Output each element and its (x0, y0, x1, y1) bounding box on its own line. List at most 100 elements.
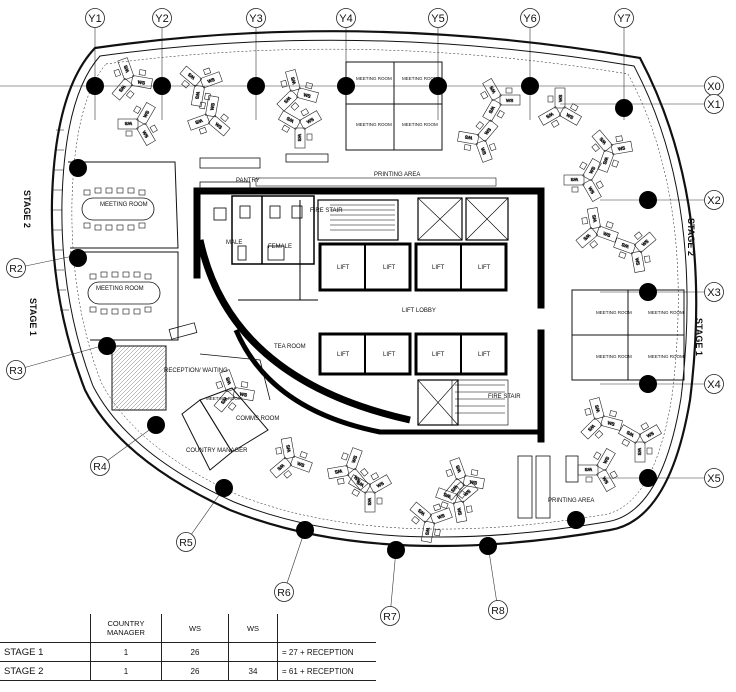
meeting-room-small-label: MEETING ROOM (206, 396, 242, 401)
desk (117, 57, 135, 81)
workstation-label: WS (214, 122, 223, 130)
chair (113, 68, 122, 77)
grid-bubble (428, 8, 448, 28)
workstation: WS (133, 102, 156, 126)
desk (554, 87, 566, 109)
schedule-ws-b-cell (228, 642, 278, 662)
workstation-label: WS (437, 513, 446, 520)
workstation-label: WS (290, 76, 297, 84)
desk (595, 225, 619, 243)
workstation-label: WS (283, 96, 292, 105)
chair (579, 161, 588, 170)
workstation: WS (435, 487, 459, 509)
chair (643, 255, 651, 263)
structural-column (387, 541, 405, 559)
workstation-label: WS (591, 214, 597, 222)
chair (433, 503, 442, 512)
structural-column (429, 77, 447, 95)
grid-bubble (488, 600, 508, 620)
chair (138, 69, 147, 76)
schedule-header-ws-b: WS (228, 614, 278, 643)
grid-head-y3: Y3 (246, 8, 266, 28)
workstation-label: WS (602, 456, 610, 465)
grid-label: Y3 (249, 13, 262, 25)
workstation-label: WS (417, 508, 426, 516)
workstation: WS (136, 122, 158, 146)
workstation-label: WS (220, 396, 228, 405)
workstation-label: WS (545, 111, 554, 119)
workstation-label: WS (634, 258, 640, 266)
desk (586, 207, 601, 230)
chair (199, 101, 206, 110)
workstation-label: WS (141, 130, 149, 139)
workstation-label: WS (455, 465, 462, 474)
structural-column (69, 249, 87, 267)
fire-stair-bottom-label: FIRE STAIR (488, 394, 521, 400)
desk (187, 113, 211, 131)
schedule-header-blank (0, 614, 91, 643)
structural-column (296, 521, 314, 539)
workstation: WS (577, 464, 599, 483)
desk (298, 110, 322, 130)
comms-room-label: COMMS ROOM (236, 416, 279, 422)
workstation-label: WS (443, 492, 452, 499)
grid-head-r3: R3 (6, 360, 26, 380)
schedule-total-cell: = 61 + RECEPTION (277, 661, 376, 681)
desk (477, 119, 499, 143)
workstation-label: WS (480, 147, 487, 156)
grid-head-y6: Y6 (520, 8, 540, 28)
desk (269, 457, 293, 479)
grid-head-x0: X0 (704, 76, 724, 96)
desk (278, 110, 302, 130)
grid-head-x1: X1 (704, 94, 724, 114)
grid-lines (0, 28, 704, 617)
chair (611, 159, 619, 168)
chair (125, 90, 135, 99)
female-label: FEMALE (268, 244, 292, 250)
stage-2-left-label: STAGE 2 (22, 190, 32, 228)
grid-bubble (246, 8, 266, 28)
grid-label: R2 (9, 263, 23, 275)
grid-bubble (85, 8, 105, 28)
grid-bubble (380, 606, 400, 626)
workstation-label: WS (489, 85, 497, 94)
schedule-header-country-manager: COUNTRY MANAGER (90, 614, 162, 643)
chair (341, 452, 349, 461)
chair (227, 402, 237, 411)
workstation: WS (633, 231, 657, 253)
chair (605, 221, 614, 229)
workstation-label: WS (607, 420, 615, 427)
meeting-room-top-3-label: MEETING ROOM (356, 122, 392, 127)
grid-label: Y5 (431, 13, 444, 25)
desk (457, 130, 480, 145)
workstation-label: WS (207, 77, 216, 84)
workstation: WS (584, 397, 605, 420)
workstation-label: WS (571, 177, 578, 182)
chair (571, 186, 579, 193)
workstation: WS (199, 95, 220, 118)
workstation-label: WS (125, 121, 132, 126)
desk (499, 94, 521, 106)
chair (360, 467, 369, 477)
desk (575, 227, 599, 249)
chair (547, 95, 554, 103)
chair (505, 87, 513, 94)
meeting-room-1 (68, 161, 179, 249)
pantry-label: PANTRY (236, 178, 260, 184)
chair (480, 90, 489, 100)
workstation: WS (482, 98, 505, 122)
workstation: WS (280, 69, 301, 92)
grid-label: Y2 (155, 13, 168, 25)
desk (631, 250, 646, 273)
meeting-room-top-2-label: MEETING ROOM (402, 76, 438, 81)
workstation: WS (610, 135, 633, 155)
desk (190, 84, 205, 107)
meeting-room-right-3-label: MEETING ROOM (596, 354, 632, 359)
chair (203, 67, 212, 76)
meeting-room-1-label: MEETING ROOM (100, 202, 148, 208)
workstation-label: WS (285, 444, 291, 452)
